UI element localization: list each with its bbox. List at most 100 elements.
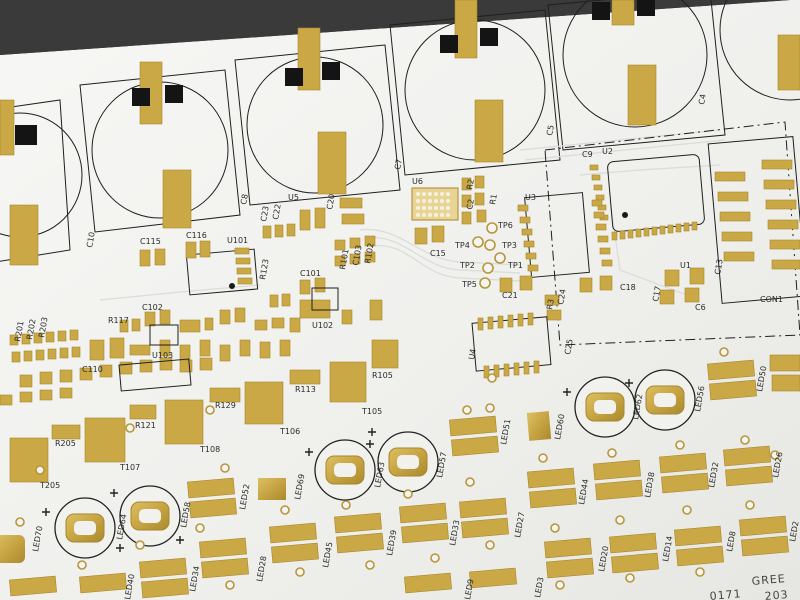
led-label: LED34 [188, 565, 201, 592]
led-label: LED57 [435, 451, 448, 478]
label-c116: C116 [186, 231, 207, 240]
label-r105: R105 [372, 371, 393, 380]
label-u3: U3 [525, 193, 536, 202]
label-c2: C2 [465, 198, 476, 210]
led-labels: LED70 LED64 LED58 LED52 LED69 LED63 LED5… [31, 365, 800, 600]
led-label: LED69 [293, 473, 306, 500]
label-u4: U4 [467, 348, 478, 360]
label-tp4: TP4 [454, 241, 470, 250]
led-label: LED38 [643, 471, 656, 498]
label-t205: T205 [39, 481, 60, 490]
label-r101: R101 [338, 248, 350, 270]
led-label: LED3 [533, 576, 545, 598]
label-c24: C24 [556, 288, 568, 305]
label-u102: U102 [312, 321, 333, 330]
label-tp6: TP6 [497, 221, 513, 230]
label-c15: C15 [430, 249, 446, 258]
label-r129: R129 [215, 401, 236, 410]
label-t106: T106 [279, 427, 300, 436]
label-c25: C25 [563, 338, 575, 355]
led-label: LED60 [553, 413, 566, 440]
label-c103: C103 [351, 244, 363, 266]
cap-label-c7: C7 [393, 158, 404, 170]
label-t107: T107 [119, 463, 140, 472]
label-c23: C23 [259, 205, 271, 222]
board-text-0171: 0171 [709, 587, 742, 600]
label-tp1: TP1 [507, 261, 523, 270]
label-r102: R102 [363, 242, 375, 264]
label-u1: U1 [680, 261, 691, 270]
label-c21: C21 [502, 291, 518, 300]
cap-label-c10: C10 [85, 231, 97, 248]
label-u103: U103 [152, 351, 173, 360]
label-c110: C110 [82, 365, 103, 374]
label-c18: C18 [620, 283, 636, 292]
led-label: LED50 [755, 365, 768, 392]
label-r205: R205 [55, 439, 76, 448]
led-label: LED14 [661, 535, 674, 562]
led-label: LED33 [448, 519, 461, 546]
label-u6: U6 [412, 177, 423, 186]
label-r113: R113 [295, 385, 316, 394]
led-label: LED27 [513, 511, 526, 538]
label-con1: CON1 [760, 295, 783, 304]
led-label: LED20 [597, 545, 610, 572]
label-c17: C17 [651, 285, 663, 302]
led-label: LED9 [463, 578, 475, 600]
label-c115: C115 [140, 237, 161, 246]
led-label: LED56 [693, 385, 706, 412]
led-label: LED40 [123, 573, 136, 600]
label-c101: C101 [300, 269, 321, 278]
label-tp2: TP2 [459, 261, 475, 270]
label-t105: T105 [361, 407, 382, 416]
label-r2: R2 [465, 178, 476, 190]
label-tp3: TP3 [501, 241, 517, 250]
led-label: LED45 [321, 541, 334, 568]
label-u5: U5 [288, 193, 299, 202]
led-label: LED39 [385, 529, 398, 556]
cap-label-c4: C4 [697, 93, 708, 105]
silkscreen-labels: C115 C116 U101 C23 C22 U5 C20 U6 C15 C2 … [13, 147, 783, 490]
label-c6: C6 [695, 303, 706, 312]
led-label: LED70 [31, 525, 44, 552]
label-r201: R201 [13, 320, 25, 342]
led-label: LED28 [255, 555, 268, 582]
capacitor-row [0, 0, 800, 266]
label-c102: C102 [142, 303, 163, 312]
label-c9: C9 [582, 150, 593, 159]
label-r203: R203 [37, 316, 49, 338]
board-text-203: 203 [764, 588, 789, 600]
label-tp5: TP5 [461, 280, 477, 289]
label-c22: C22 [271, 203, 283, 220]
led-label: LED32 [707, 461, 720, 488]
led-label: LED8 [725, 530, 737, 552]
label-r123: R123 [258, 258, 270, 280]
label-r117: R117 [108, 316, 129, 325]
label-u2: U2 [602, 147, 613, 156]
label-u101: U101 [227, 236, 248, 245]
led-label: LED62 [631, 393, 644, 420]
led-label: LED52 [238, 483, 251, 510]
led-label: LED64 [115, 513, 128, 540]
label-t108: T108 [199, 445, 220, 454]
led-grid [0, 347, 800, 599]
label-r202: R202 [25, 318, 37, 340]
led-label: LED63 [373, 461, 386, 488]
label-r1: R1 [488, 193, 499, 205]
smd-cluster [0, 197, 399, 483]
led-label: LED2 [788, 520, 800, 542]
label-c13: C13 [713, 258, 725, 275]
module-u6-u3 [411, 175, 613, 379]
cap-label-c8: C8 [239, 193, 250, 205]
label-r3: R3 [545, 298, 556, 310]
led-label: LED26 [771, 451, 784, 478]
led-label: LED58 [179, 501, 192, 528]
led-label: LED44 [577, 478, 590, 505]
board-text-gree: GREE [751, 572, 786, 588]
label-c20: C20 [325, 193, 337, 210]
label-r121: R121 [135, 421, 156, 430]
cap-label-c5: C5 [545, 124, 556, 136]
led-label: LED51 [499, 418, 512, 445]
